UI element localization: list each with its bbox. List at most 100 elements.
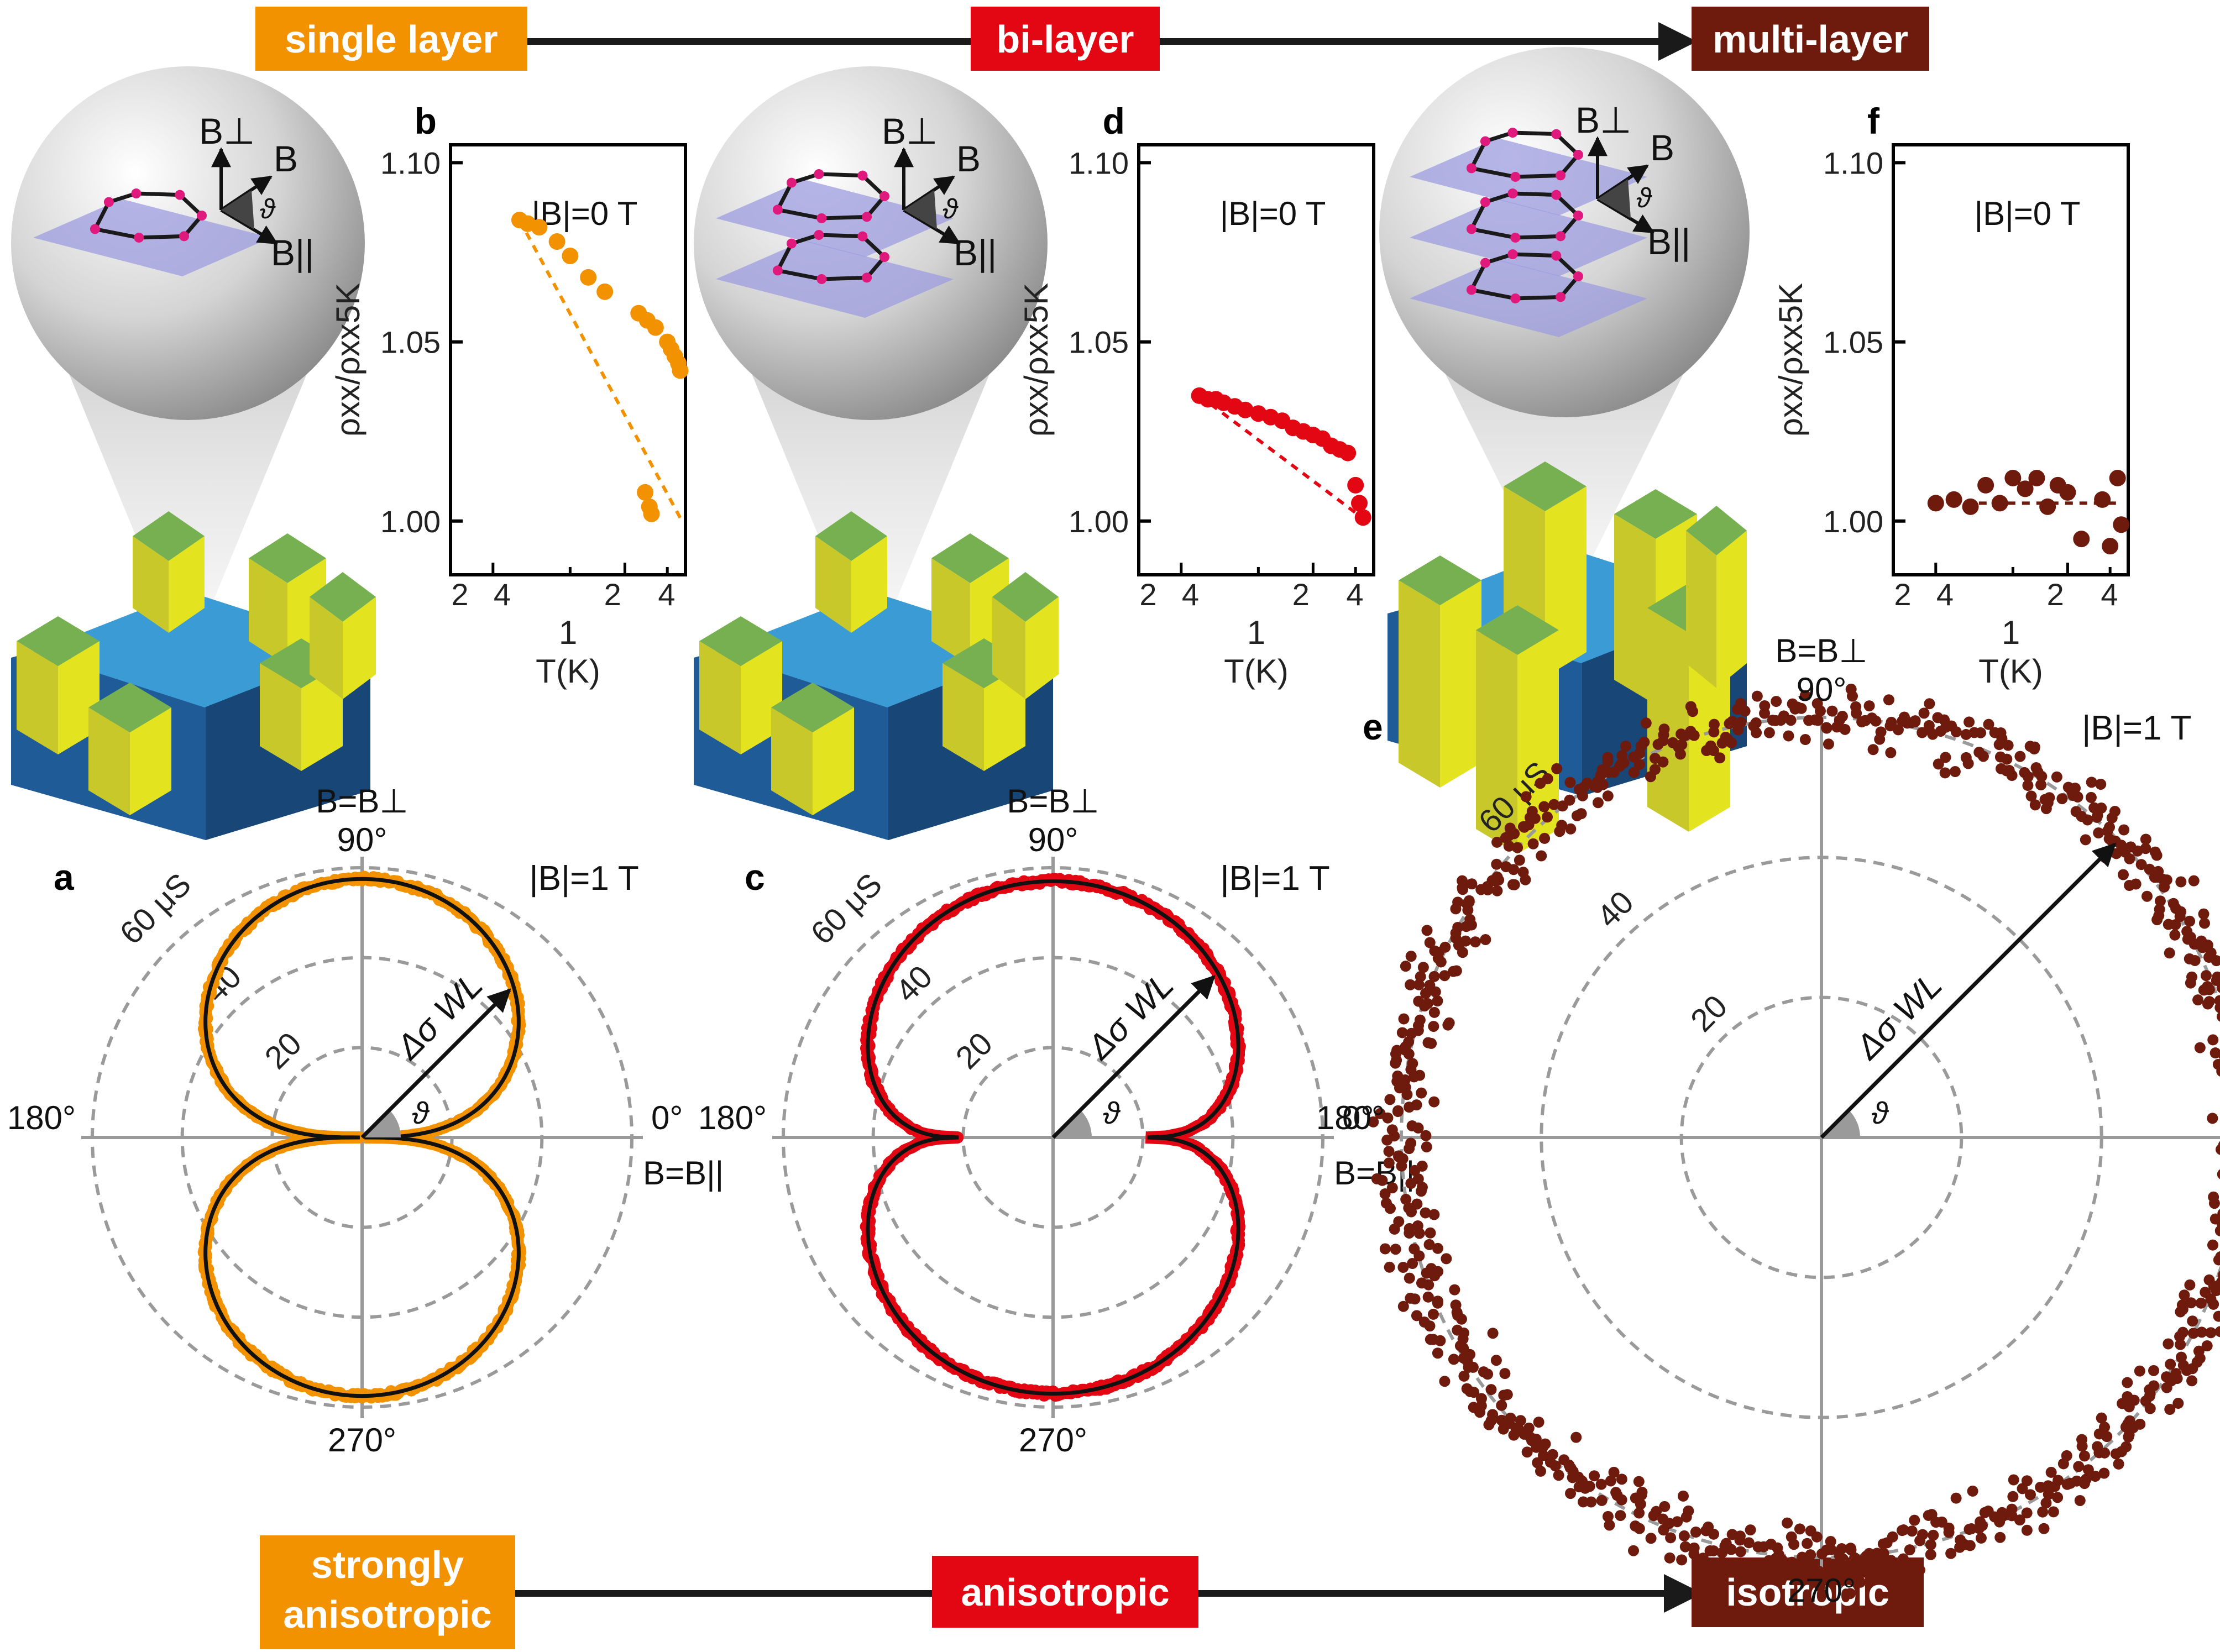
chart-e-point-151 (2019, 767, 2030, 778)
chart-e-point-55 (2212, 971, 2220, 983)
single-pad-left-4 (88, 707, 130, 815)
chart-e-point-786 (2120, 1441, 2132, 1452)
chart-e-point-459 (1396, 1160, 1407, 1172)
single-loop-dot-0-0 (197, 211, 207, 221)
chart-e-point-29 (2209, 1047, 2220, 1059)
chart-e-point-673 (1813, 1565, 1825, 1577)
chart-e-point-400 (1420, 988, 1432, 999)
chart-e-point-590 (1589, 1470, 1600, 1482)
chart-e-point-454 (1383, 1146, 1395, 1157)
chart-e-point-787 (2096, 1412, 2107, 1424)
chart-e-point-219 (1831, 721, 1842, 733)
chart-e-point-383 (1424, 937, 1436, 948)
chart-e-point-678 (1825, 1544, 1837, 1555)
chart-e-point-683 (1844, 1588, 1856, 1599)
chart-e-point-491 (1384, 1261, 1395, 1273)
chart-e-point-41 (2217, 1011, 2220, 1022)
chart-e-point-304 (1602, 790, 1614, 802)
chart-e-point-677 (1825, 1536, 1836, 1548)
chart-e-point-458 (1383, 1157, 1395, 1169)
chart-e-point-535 (1490, 1355, 1502, 1366)
chart-e-point-275 (1674, 748, 1686, 760)
chart-e-point-69 (2164, 947, 2175, 959)
chart-e-point-807 (2172, 1398, 2184, 1409)
chart-b-point-4 (562, 247, 579, 264)
chart-e-point-76 (2184, 915, 2196, 927)
chart-f-point-6 (2017, 480, 2034, 497)
chart-e-point-145 (2025, 790, 2037, 802)
chart-e-point-763 (2074, 1494, 2086, 1506)
chart-e-point-700 (1887, 1531, 1898, 1543)
chart-e-point-241 (1767, 715, 1778, 726)
chart-e-angle-90: 90° (1797, 671, 1847, 708)
chart-a-angle-270: 270° (328, 1422, 396, 1459)
chart-e-point-409 (1428, 1021, 1439, 1032)
chart-e-point-473 (1411, 1198, 1423, 1210)
chart-d-point-17 (1351, 495, 1368, 512)
chart-d-point-5 (1237, 401, 1254, 418)
chart-e-point-48 (2203, 996, 2215, 1008)
multi-loop-dot-1-6 (1551, 190, 1562, 200)
chart-e-point-446 (1412, 1122, 1424, 1134)
chart-e-point-448 (1420, 1130, 1432, 1141)
chart-e-point-368 (1462, 904, 1474, 916)
bi-device: B⊥BB||ϑ (694, 66, 1059, 840)
chart-f-point-13 (2102, 538, 2119, 555)
chart-e-point-394 (1400, 961, 1411, 972)
chart-e-point-732 (1967, 1485, 1978, 1497)
chart-e-point-593 (1595, 1478, 1607, 1490)
chart-e-point-872 (2217, 1209, 2220, 1219)
chart-e-point-546 (1474, 1407, 1485, 1418)
chart-e-point-479 (1389, 1223, 1400, 1235)
chart-e-point-181 (1933, 758, 1944, 770)
chart-e-point-501 (1423, 1279, 1434, 1291)
chart-e-point-73 (2181, 926, 2193, 937)
chart-e-point-574 (1535, 1465, 1546, 1477)
single-pad-right-4 (130, 707, 171, 815)
chart-e-point-499 (1429, 1270, 1441, 1282)
banner-top-bi-label: bi-layer (997, 18, 1134, 61)
bi-loop-dot-0-6 (857, 170, 868, 181)
bi-pad-right-5 (1025, 597, 1059, 699)
chart-e-point-861 (2207, 1239, 2218, 1251)
chart-e-point-638 (1708, 1545, 1719, 1556)
chart-e-point-566 (1530, 1433, 1542, 1445)
chart-e-point-490 (1413, 1250, 1425, 1262)
chart-e-point-728 (1975, 1532, 1987, 1544)
chart-e-point-549 (1496, 1399, 1507, 1411)
chart-c-fit-curve (866, 879, 1240, 1396)
chart-e-point-776 (2076, 1434, 2088, 1445)
chart-e-point-290 (1628, 751, 1640, 763)
chart-b-xtick-label-3: 4 (658, 577, 675, 612)
chart-e-point-373 (1480, 934, 1491, 946)
chart-e-point-343 (1514, 854, 1525, 866)
chart-e-point-137 (2062, 782, 2074, 793)
single-zoom-cone (55, 340, 321, 636)
chart-e-point-49 (2192, 994, 2204, 1006)
multi-pad-left-3 (1647, 608, 1689, 832)
chart-e-point-510 (1427, 1308, 1439, 1320)
banner-bottom-aniso-label: anisotropic (961, 1571, 1169, 1614)
chart-b-point-14 (672, 362, 689, 379)
multi-device: B⊥BB||ϑ (1379, 47, 1750, 854)
chart-e-point-534 (1458, 1370, 1470, 1382)
chart-f-point-1 (1945, 491, 1962, 508)
chart-e-vector-label: Δσ WL (1848, 966, 1950, 1067)
chart-e-point-508 (1432, 1297, 1443, 1309)
chart-e-point-389 (1448, 966, 1459, 977)
multi-loop-dot-2-0 (1573, 271, 1583, 281)
chart-e-point-86 (2188, 875, 2200, 887)
chart-b-xtick-label-2: 2 (604, 577, 621, 612)
chart-e-point-282 (1640, 717, 1652, 729)
chart-e-point-215 (1845, 683, 1857, 695)
chart-e-point-647 (1735, 1546, 1746, 1557)
chart-e-point-682 (1837, 1553, 1849, 1565)
chart-e-point-398 (1413, 979, 1425, 990)
chart-e-point-591 (1584, 1481, 1595, 1492)
chart-e-point-102 (2118, 869, 2129, 880)
chart-e-point-710 (1917, 1529, 1929, 1540)
chart-e-radial-label-0: 20 (1684, 988, 1735, 1039)
